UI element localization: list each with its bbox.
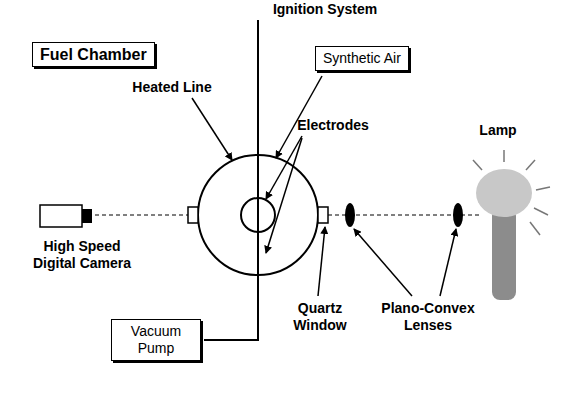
synthetic-air-box: Synthetic Air [315, 46, 409, 71]
optical-axis [95, 215, 188, 216]
vacuum-pump-box: Vacuum Pump [111, 319, 201, 361]
box-text: Synthetic Air [323, 50, 401, 67]
lamp-bulb [476, 169, 532, 217]
lamp-rays [473, 150, 550, 235]
box-text: Fuel Chamber [40, 46, 147, 63]
heated-line-label: Heated Line [117, 79, 227, 96]
lenses-label: Plano-Convex Lenses [376, 300, 480, 334]
electrode-gap [241, 198, 275, 232]
vacuum-line [204, 275, 258, 340]
quartz-window [188, 207, 198, 223]
leader-lines [192, 76, 456, 296]
electrode-line [257, 198, 259, 232]
camera-lens [82, 209, 92, 223]
box-text: Vacuum Pump [119, 323, 193, 357]
camera-label: High Speed Digital Camera [23, 238, 141, 272]
quartz-window [318, 207, 328, 223]
lamp-base [492, 208, 516, 300]
quartz-window-label: Quartz Window [284, 300, 356, 334]
camera-body [40, 205, 82, 227]
ignition-label: Ignition System [250, 1, 400, 18]
plano-convex-lens [453, 203, 463, 227]
plano-convex-lens [345, 203, 355, 227]
electrodes-label: Electrodes [283, 117, 383, 134]
fuel-chamber-box: Fuel Chamber [32, 42, 155, 67]
combustion-chamber [198, 155, 318, 275]
lamp-label: Lamp [468, 122, 528, 139]
